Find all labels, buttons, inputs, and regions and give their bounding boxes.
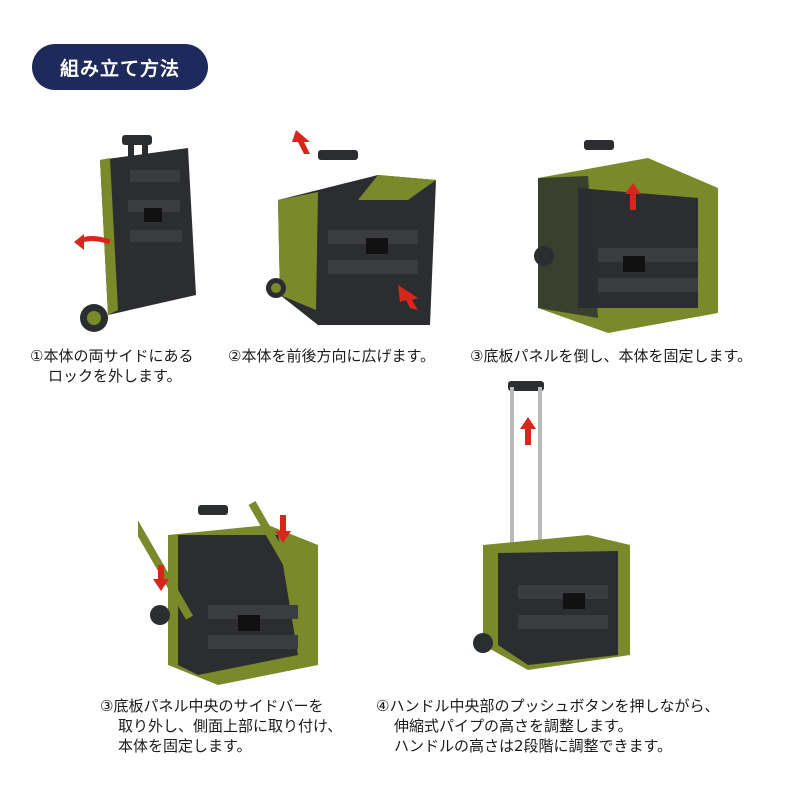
step3b-illustration bbox=[138, 501, 318, 685]
step2-caption: ②本体を前後方向に広げます。 bbox=[228, 347, 435, 365]
step1-caption: ①本体の両サイドにある ロックを外します。 bbox=[30, 347, 194, 385]
step3-illustration bbox=[534, 140, 718, 333]
arrow-icon bbox=[625, 183, 641, 210]
step3b-caption: ③底板パネル中央のサイドバーを 取り外し、側面上部に取り付け、 本体を固定します… bbox=[100, 697, 343, 755]
arrow-icon bbox=[275, 515, 291, 543]
step1-illustration bbox=[74, 135, 196, 332]
step3-caption: ③底板パネルを倒し、本体を固定します。 bbox=[470, 347, 752, 365]
arrow-icon bbox=[292, 130, 310, 154]
arrow-icon bbox=[520, 417, 536, 445]
step4-caption: ④ハンドル中央部のプッシュボタンを押しながら、 伸縮式パイプの高さを調整します。… bbox=[376, 697, 720, 755]
step2-illustration bbox=[266, 130, 436, 325]
page-title: 組み立て方法 bbox=[32, 44, 208, 90]
step4-illustration bbox=[473, 381, 630, 670]
